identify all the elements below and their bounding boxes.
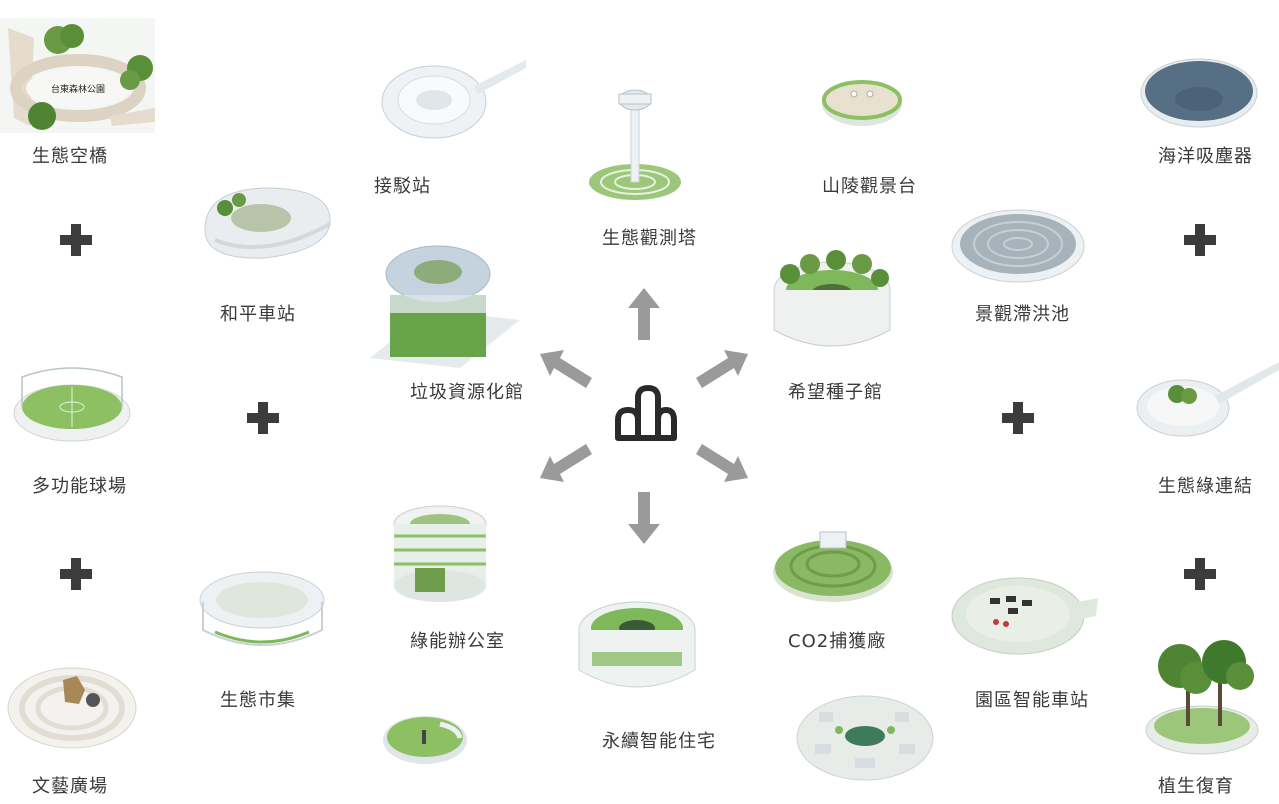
shuttle-station-illustration — [381, 60, 526, 139]
co2-plant-label: CO2捕獲廠 — [788, 631, 887, 652]
plus-icon — [1184, 558, 1216, 590]
housing-label: 永續智能住宅 — [602, 731, 716, 752]
eco-tower-illustration — [589, 89, 681, 200]
ocean-dust-illustration — [1140, 58, 1258, 128]
plus-icon — [60, 558, 92, 590]
eco-link-label: 生態綠連結 — [1158, 476, 1253, 497]
hill-viewpoint-illustration — [822, 80, 902, 126]
ball-field-illustration — [13, 367, 131, 442]
eco-bridge-sign: 台東森林公園 — [51, 83, 105, 95]
co2-plant-illustration — [773, 531, 893, 602]
eco-bridge-illustration: 台東森林公園 — [0, 18, 155, 133]
plus-icon — [1184, 224, 1216, 256]
waste-hall-illustration — [370, 245, 520, 368]
loop-logo-icon — [615, 385, 677, 441]
arrow-up-icon — [628, 288, 660, 340]
plus-icon — [247, 402, 279, 434]
eco-link-illustration — [1136, 362, 1279, 437]
green-office-illustration — [393, 505, 487, 602]
arts-plaza-label: 文藝廣場 — [32, 776, 108, 797]
lawn-platform-illustration — [383, 716, 467, 764]
eco-market-label: 生態市集 — [220, 690, 296, 711]
smart-city-illustration — [796, 695, 934, 781]
seed-hall-label: 希望種子館 — [788, 382, 883, 403]
arrow-down-left-icon — [540, 444, 592, 482]
ocean-dust-label: 海洋吸塵器 — [1158, 146, 1253, 167]
waste-hall-label: 垃圾資源化館 — [410, 382, 524, 403]
plus-icon — [60, 224, 92, 256]
arrow-up-right-icon — [696, 350, 748, 388]
hill-viewpoint-label: 山陵觀景台 — [822, 176, 917, 197]
ball-field-label: 多功能球場 — [32, 476, 127, 497]
arrow-down-right-icon — [696, 444, 748, 482]
housing-illustration — [578, 601, 696, 688]
revegetation-illustration — [1145, 640, 1259, 755]
peace-station-illustration — [204, 187, 331, 259]
eco-market-illustration — [199, 571, 325, 646]
detention-pond-illustration — [951, 209, 1085, 283]
shuttle-station-label: 接駁站 — [374, 176, 431, 197]
plus-icon — [1002, 402, 1034, 434]
park-station-label: 園區智能車站 — [975, 690, 1089, 711]
revegetation-label: 植生復育 — [1158, 776, 1234, 797]
eco-tower-label: 生態觀測塔 — [602, 228, 697, 249]
park-station-illustration — [951, 577, 1098, 655]
eco-bridge-label: 生態空橋 — [32, 146, 108, 167]
green-office-label: 綠能辦公室 — [410, 631, 505, 652]
arrow-up-left-icon — [540, 350, 592, 388]
arrow-down-icon — [628, 492, 660, 544]
peace-station-label: 和平車站 — [220, 304, 296, 325]
detention-pond-label: 景觀滯洪池 — [975, 304, 1070, 325]
seed-hall-illustration — [773, 250, 891, 347]
arts-plaza-illustration — [7, 667, 137, 749]
